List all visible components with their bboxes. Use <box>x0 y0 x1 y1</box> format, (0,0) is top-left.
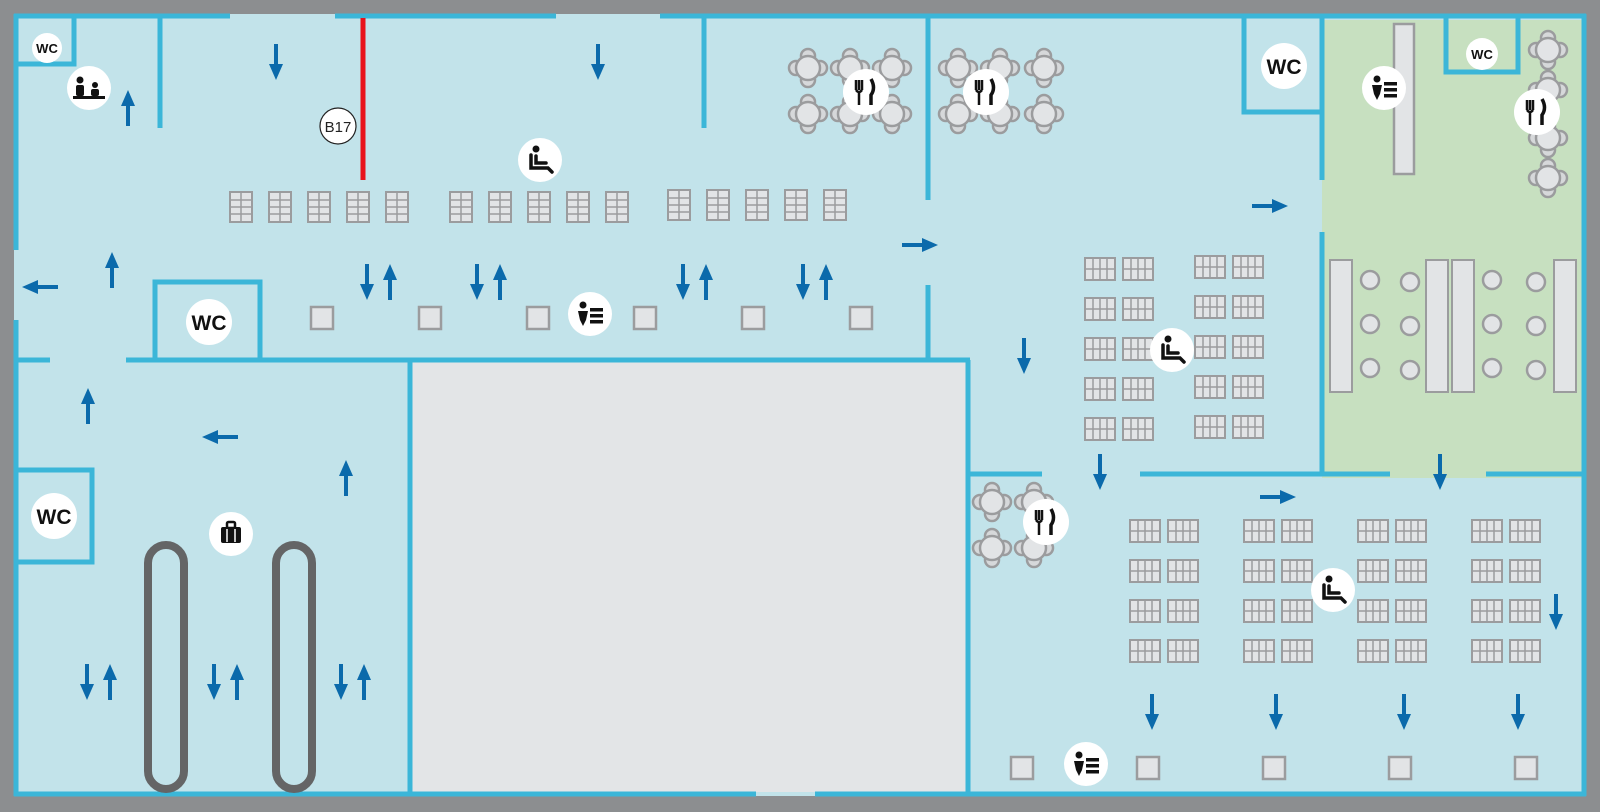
baggage-carousel <box>144 541 188 793</box>
wc-icon[interactable]: WC <box>1466 38 1498 70</box>
family-icon[interactable] <box>67 66 111 110</box>
gate-b17-label: B17 <box>325 119 352 136</box>
seating-row-gate <box>229 189 847 223</box>
wc-label: WC <box>1471 47 1493 62</box>
baggage-carousels <box>144 541 316 793</box>
seat-icon[interactable] <box>518 138 562 182</box>
info-desk-icon[interactable] <box>1064 742 1108 786</box>
wc-icon[interactable]: WC <box>186 299 232 345</box>
wc-label: WC <box>192 312 227 335</box>
restaurant-zone-seating <box>1329 259 1577 393</box>
fork-knife-icon[interactable] <box>963 69 1009 115</box>
wc-label: WC <box>36 41 58 56</box>
fork-knife-icon[interactable] <box>843 69 889 115</box>
fork-knife-icon[interactable] <box>1514 89 1560 135</box>
seat-icon[interactable] <box>1150 328 1194 372</box>
wc-icon[interactable]: WC <box>1261 43 1307 89</box>
info-desk-icon[interactable] <box>1362 66 1406 110</box>
luggage-icon[interactable] <box>209 512 253 556</box>
walls <box>13 13 1587 797</box>
fork-knife-icon[interactable] <box>1023 499 1069 545</box>
gate-b17[interactable]: B17 <box>319 107 357 145</box>
restricted-zone <box>412 362 968 792</box>
wc-label: WC <box>1267 56 1302 79</box>
wc-label: WC <box>37 506 72 529</box>
wc-icon[interactable]: WC <box>31 493 77 539</box>
info-desk-icon[interactable] <box>568 292 612 336</box>
seat-icon[interactable] <box>1311 568 1355 612</box>
baggage-carousel <box>272 541 316 793</box>
wc-icon[interactable]: WC <box>32 33 62 63</box>
